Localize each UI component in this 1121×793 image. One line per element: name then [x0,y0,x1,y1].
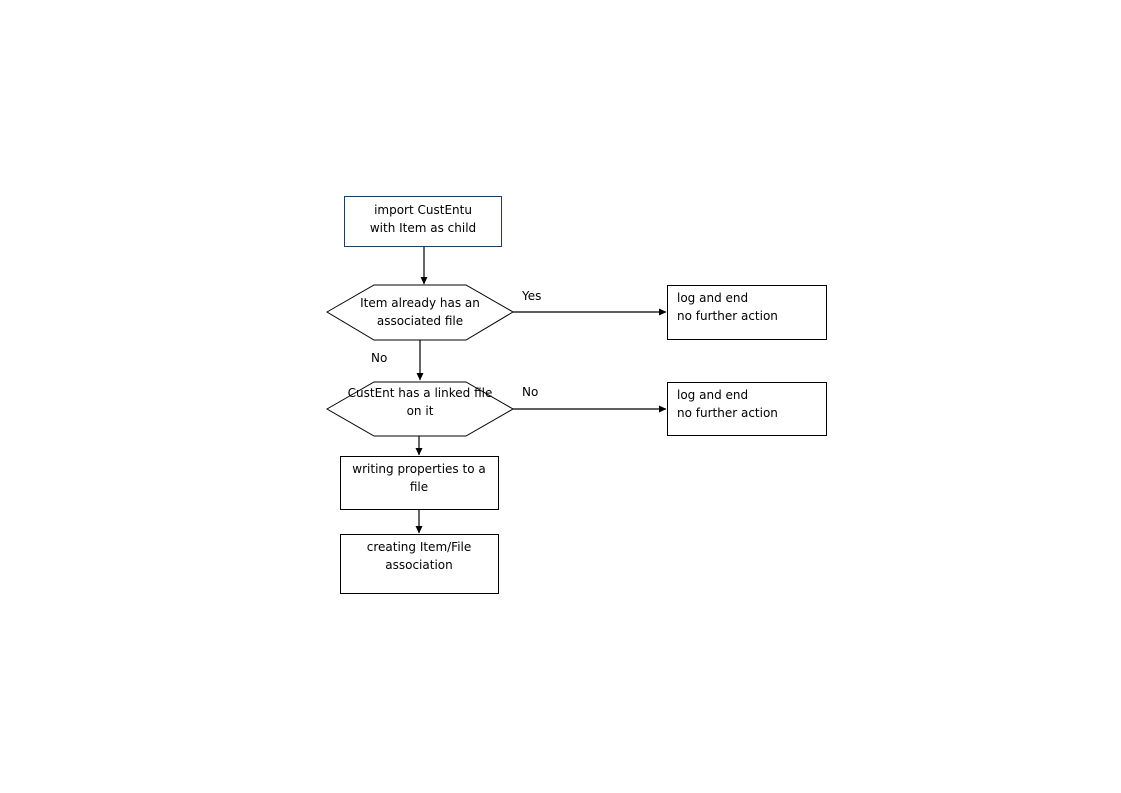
import-box: import CustEntu with Item as child [344,196,502,247]
creating-association-box: creating Item/File association [340,534,499,594]
end-box-1: log and end no further action [667,285,827,340]
end-box-2-line1: log and end [677,388,748,402]
edge-label-no-down: No [371,351,387,365]
creating-association-box-shape [340,534,499,594]
decision-custent-linked-file-line2: on it [407,404,434,418]
end-box-1-shape [667,285,827,340]
creating-association-box-line1: creating Item/File [367,540,472,554]
creating-association-box-line2: association [385,558,452,572]
end-box-2-line2: no further action [677,406,778,420]
import-box-line2: with Item as child [370,221,476,235]
decision-custent-linked-file-line1: CustEnt has a linked file [348,386,493,400]
end-box-2: log and end no further action [667,382,827,436]
decision-item-has-file-shape [326,284,514,341]
writing-properties-box-line2: file [410,480,428,494]
decision-item-has-file-line2: associated file [377,314,463,328]
edge-label-no-right: No [522,385,538,399]
decision-item-has-file: Item already has an associated file [326,284,514,341]
decision-item-has-file-line1: Item already has an [360,296,480,310]
edge-label-yes: Yes [521,289,541,303]
end-box-1-line1: log and end [677,291,748,305]
import-box-shape [344,196,502,247]
writing-properties-box-shape [340,456,499,510]
writing-properties-box-line1: writing properties to a [352,462,485,476]
end-box-2-shape [667,382,827,436]
end-box-1-line2: no further action [677,309,778,323]
writing-properties-box: writing properties to a file [340,456,499,510]
decision-custent-linked-file: CustEnt has a linked file on it [325,381,515,437]
import-box-line1: import CustEntu [374,203,472,217]
